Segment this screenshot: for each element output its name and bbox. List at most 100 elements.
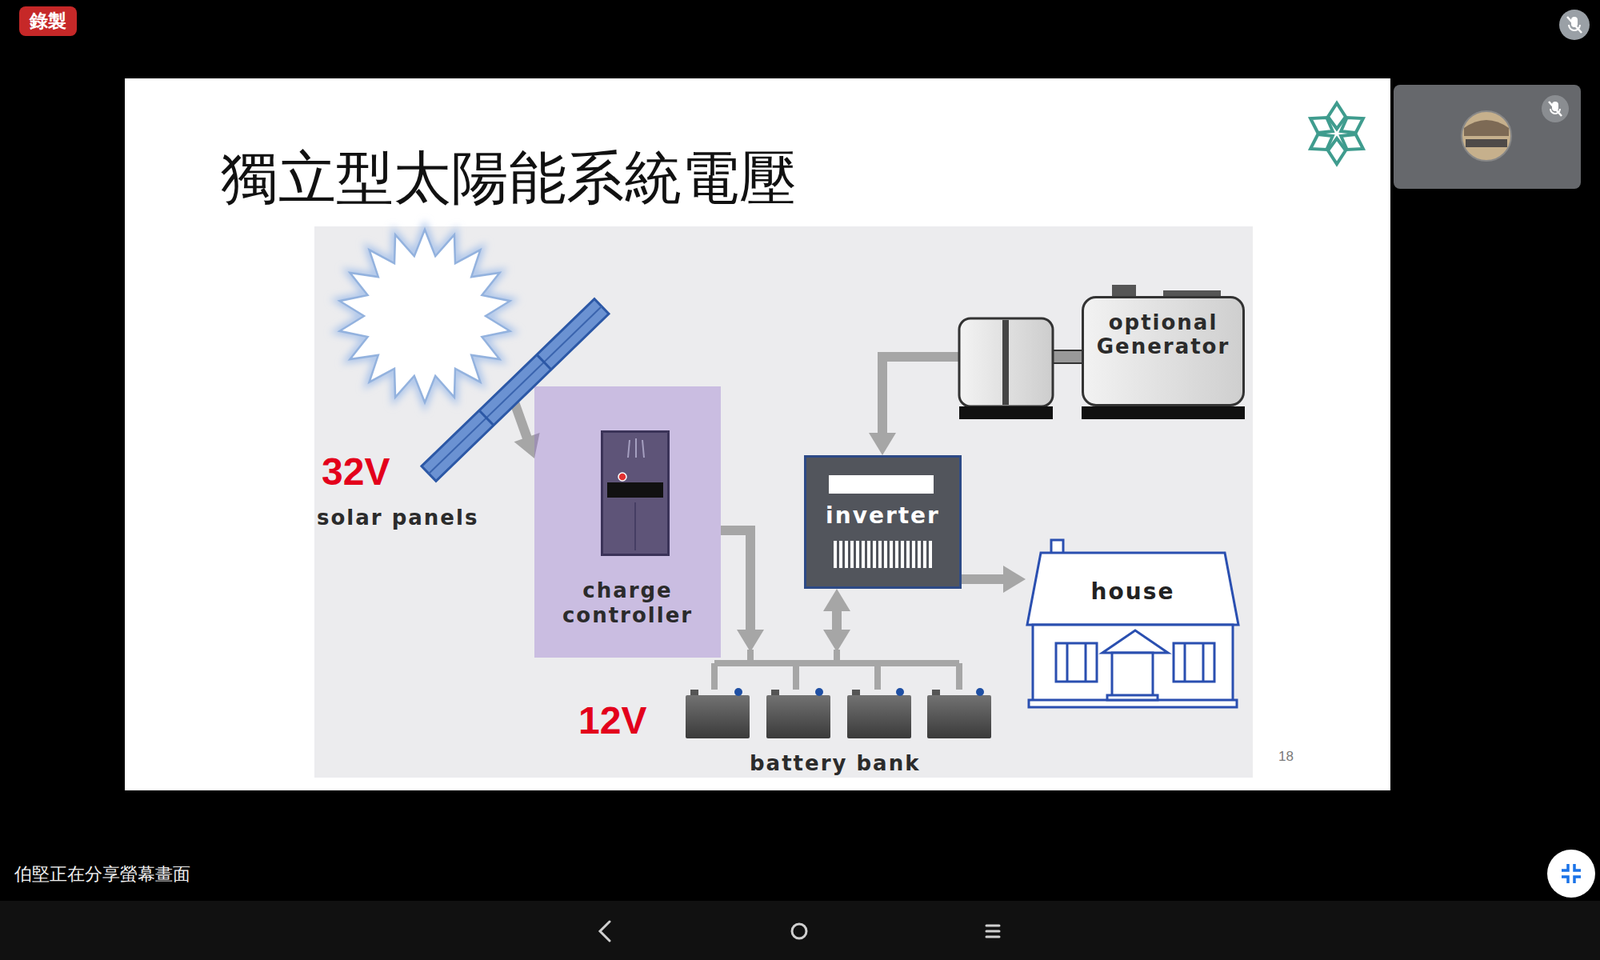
inverter-box: inverter: [804, 455, 962, 589]
nav-icons-part: [600, 921, 610, 941]
part-name: charge controller: [534, 578, 721, 628]
battery-cells-part: [896, 688, 904, 696]
inverter-face-part: [906, 540, 910, 568]
part-name: solar panels: [316, 505, 514, 530]
participant-tile-part: [1461, 111, 1512, 161]
generator-details-part: [1081, 406, 1245, 420]
inverter-face-part: [928, 540, 932, 568]
controller-device-part: [607, 482, 664, 498]
inverter-face-part: [839, 540, 843, 568]
participant-tile-part-part: [1541, 95, 1569, 123]
house-outline-part: [1112, 652, 1153, 697]
part-name: inverter: [806, 502, 960, 530]
battery-cells-part: [771, 689, 780, 696]
exit-fullscreen-button-part: [1547, 849, 1596, 898]
nav-icons-part: [986, 925, 1000, 937]
inverter-face-part: [833, 540, 837, 568]
controller-band: charge controller: [534, 386, 721, 658]
inverter-face-part: [867, 540, 871, 568]
generator-engine-part: [1002, 320, 1009, 405]
exit-fullscreen-button-part: [1561, 864, 1581, 884]
battery-cells-part: [734, 688, 743, 696]
house-outline-part: [1056, 643, 1097, 682]
house-outline-part: [1032, 624, 1233, 702]
solar-panel-group: 32Vsolar panels: [316, 384, 514, 536]
nav-icons: [600, 921, 1000, 941]
house-outline-part: [1107, 695, 1158, 700]
battery-bus-part: [714, 649, 960, 690]
exit-fullscreen-button: [1547, 849, 1596, 898]
connector-arrow: [823, 588, 851, 652]
mic-off-icon-part: [1559, 9, 1590, 40]
title-box: 獨立型太陽能系統電壓: [220, 144, 797, 213]
inverter-face-part: [878, 540, 882, 568]
controller-device-part: [628, 438, 644, 458]
battery-bank-group: 12V battery bank: [572, 652, 1004, 778]
inverter-face-part: [856, 540, 860, 568]
page-number-box: 18: [1278, 748, 1294, 765]
battery-cells-part: [815, 688, 824, 696]
recording-badge: 錄製: [19, 6, 77, 36]
generator-engine-part: [1052, 350, 1084, 364]
generator-engine: [959, 318, 1084, 420]
participant-tile-part: [1393, 84, 1581, 189]
generator-engine-part: [959, 406, 1053, 420]
part-name: optional Generator: [1084, 311, 1243, 360]
battery-cells-part: [766, 695, 831, 739]
page-number: 18: [1278, 748, 1294, 765]
connector-arrow-part: [961, 574, 1005, 584]
battery-cells-part: [847, 695, 912, 739]
participant-tile-part: [1461, 111, 1512, 161]
slide: [124, 78, 1391, 791]
share-status: 伯堅正在分享螢幕畫面: [14, 862, 191, 887]
house-outline-part: [1102, 630, 1168, 653]
sun: [340, 229, 511, 403]
inverter-face-part: [900, 540, 904, 568]
part-name: battery bank: [749, 751, 1004, 776]
logo-snowflake: [1306, 103, 1368, 164]
inverter-face-part: [884, 540, 888, 568]
mic-off-icon: [1559, 9, 1590, 40]
generator-details: [1081, 284, 1245, 420]
house-outline: [1025, 538, 1240, 709]
connector-arrow-part: [1003, 565, 1026, 593]
sun-part: [340, 229, 511, 403]
connector-arrow-part: [513, 400, 528, 440]
participant-tile: [1393, 84, 1581, 189]
inverter-face-part: [923, 540, 927, 568]
inverter-face-part: [895, 540, 899, 568]
battery-cells-part: [852, 689, 860, 696]
controller-device-part: [602, 432, 669, 556]
controller-device-part: [618, 472, 627, 481]
connector-arrow: [720, 530, 764, 652]
share-status-box: 伯堅正在分享螢幕畫面: [14, 862, 191, 887]
connector-arrow-part: [823, 588, 851, 612]
mic-off-icon-part: [1567, 16, 1582, 33]
inverter-face-part: [844, 540, 848, 568]
house-shape: house: [1025, 538, 1240, 709]
inverter-face-part: [912, 540, 916, 568]
inverter-face-part: [850, 540, 854, 568]
badge-text: 錄製: [27, 8, 69, 34]
controller-device-part: [634, 502, 636, 551]
voltage-label: 12V: [578, 701, 1004, 740]
logo-snowflake-part: [1306, 110, 1338, 139]
battery-bus: [714, 649, 960, 690]
solar-panel-part: [536, 354, 552, 370]
participant-tile-part-part: [1548, 101, 1562, 116]
inverter-face-part: [872, 540, 876, 568]
nav-icons-part: [792, 924, 807, 939]
battery-cells-part: [685, 695, 750, 739]
sun-part: [340, 229, 511, 403]
generator-tank: optional Generator: [1081, 296, 1245, 407]
controller-device: [600, 430, 670, 556]
inverter-face-part: [889, 540, 893, 568]
participant-tile-part: [1541, 95, 1569, 123]
slide-title: 獨立型太陽能系統電壓: [220, 144, 797, 213]
connector-arrow-part: [736, 629, 764, 652]
